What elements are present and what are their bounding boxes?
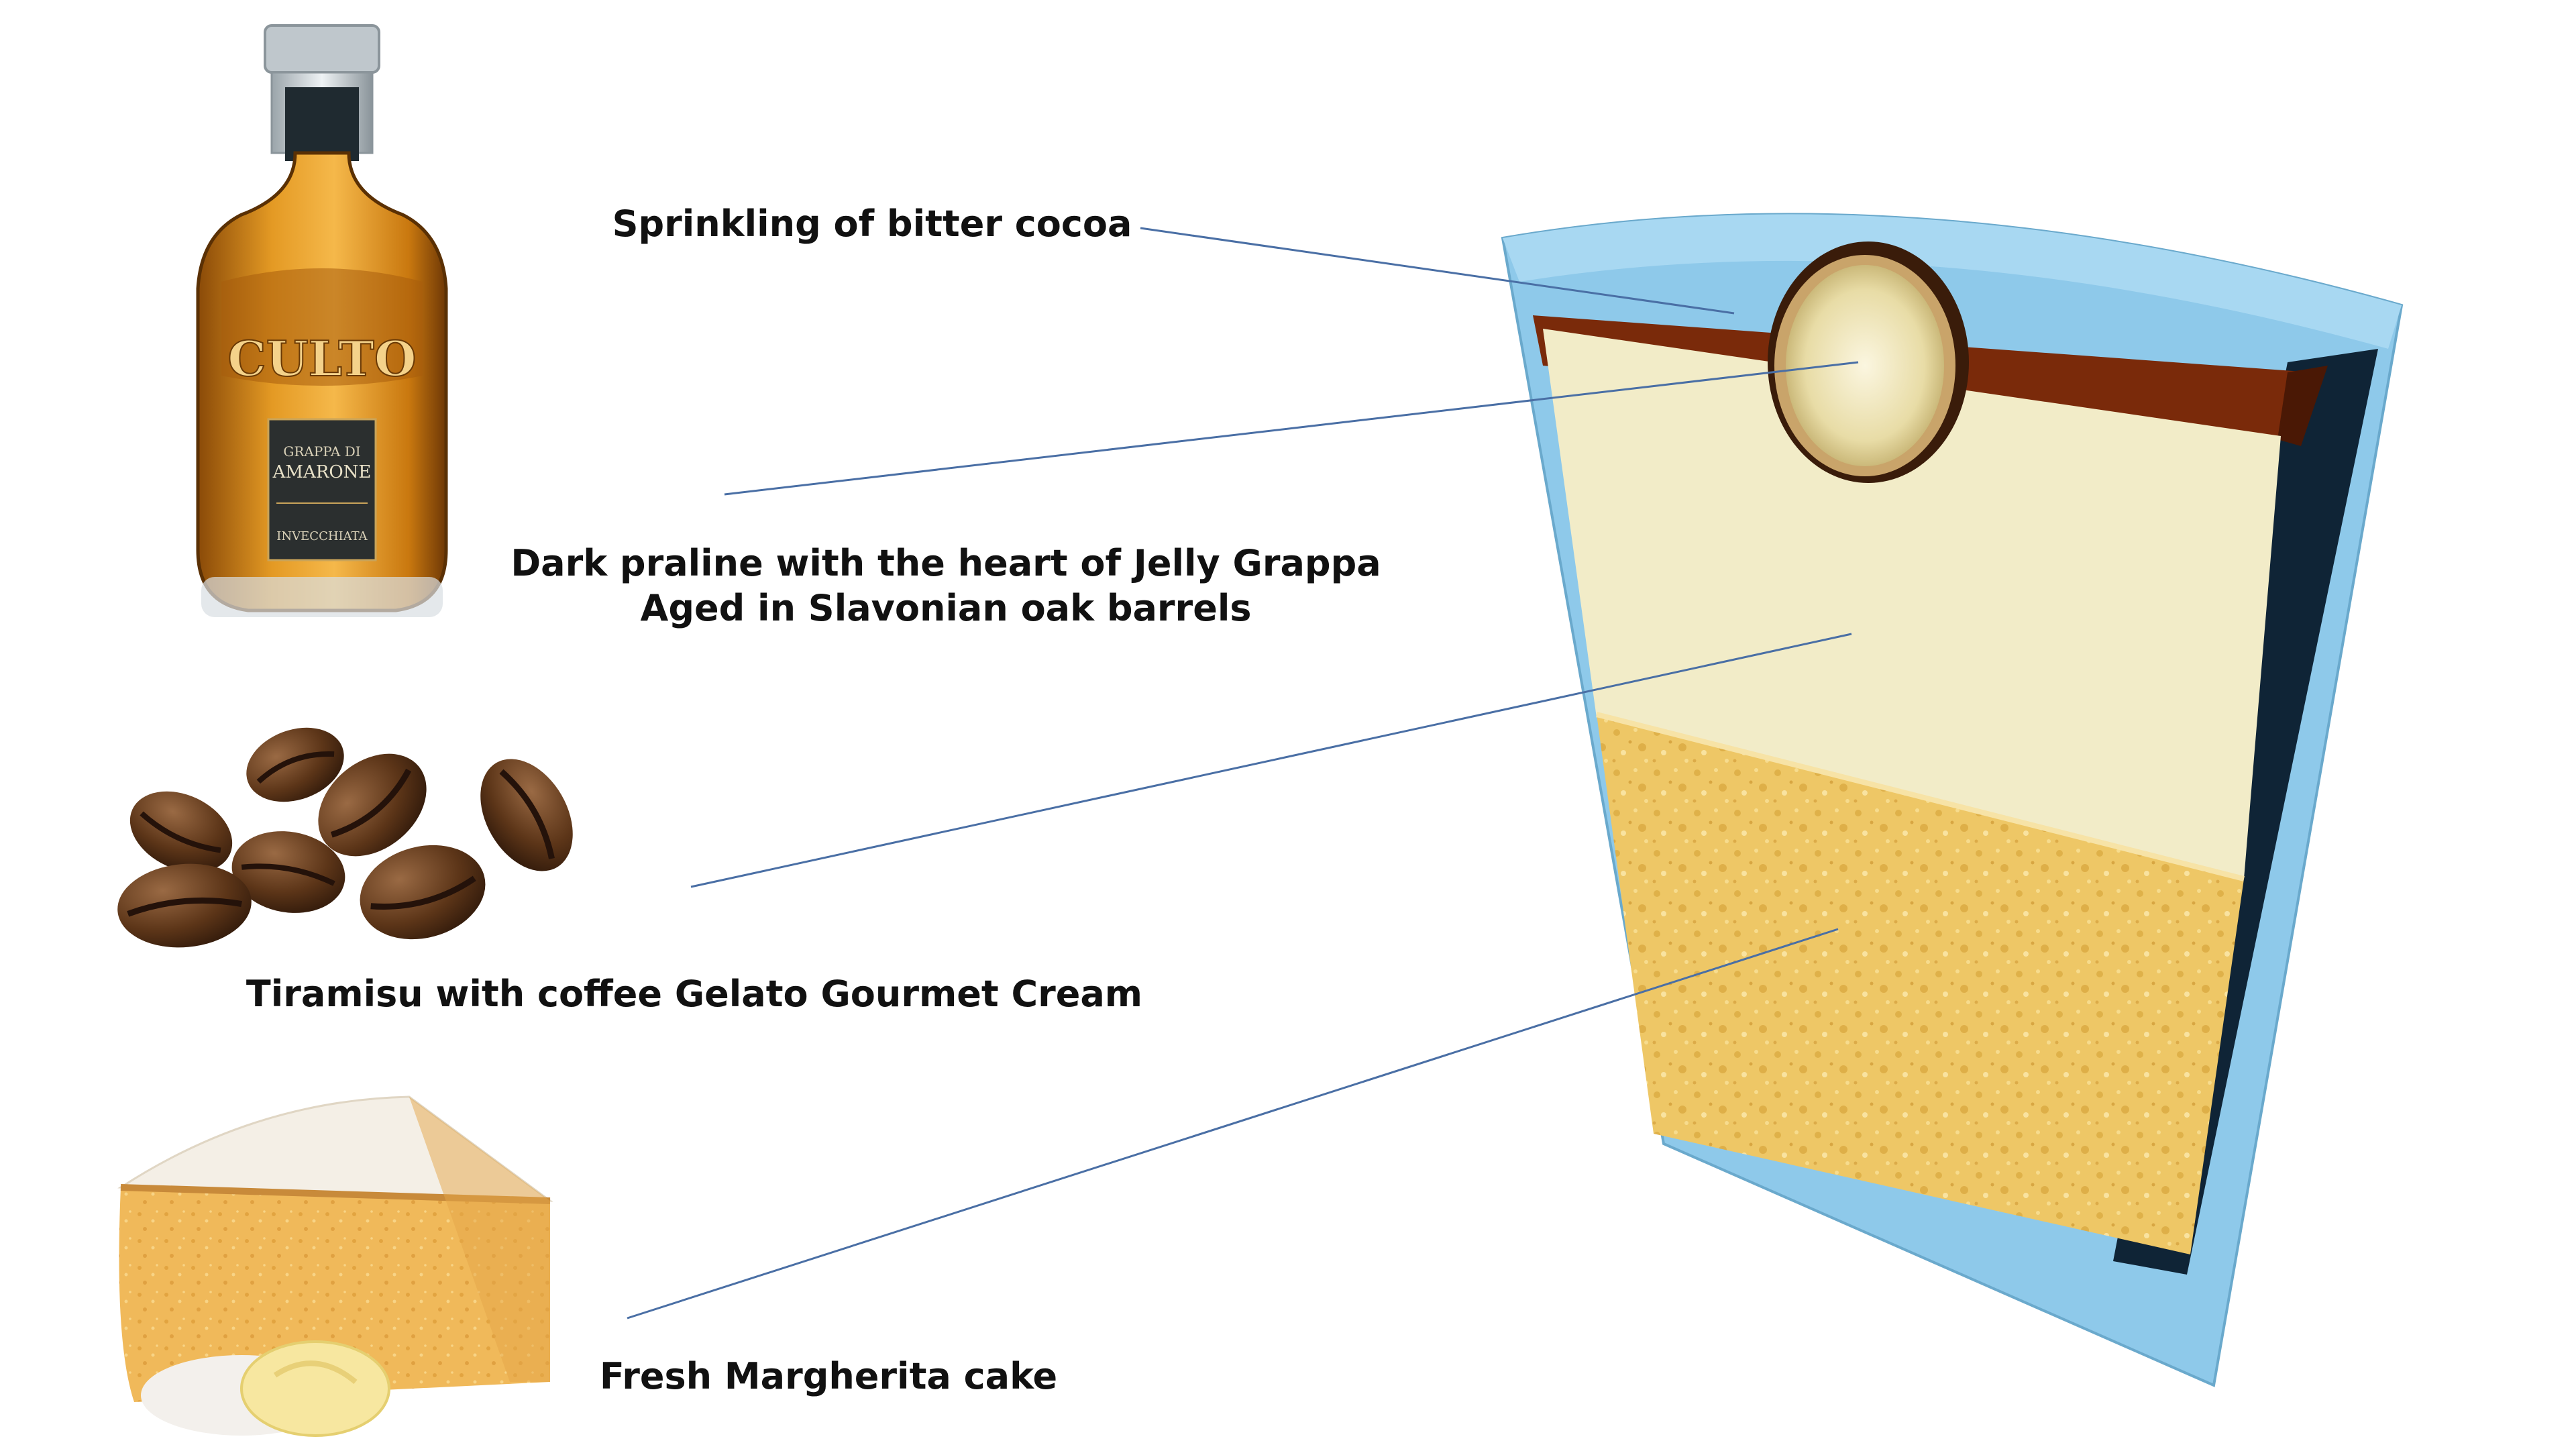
bottle-brand: CULTO xyxy=(227,330,416,387)
coffee-beans-image xyxy=(117,727,573,948)
bottle-line1: GRAPPA DI xyxy=(283,443,360,460)
leader-cocoa xyxy=(1140,227,1735,315)
leader-tiramisu xyxy=(690,633,1852,888)
cream-layer xyxy=(1543,329,2281,879)
leader-praline xyxy=(724,361,1859,496)
label-cocoa: Sprinkling of bitter cocoa xyxy=(612,203,1132,245)
grappa-bottle-image: CULTO GRAPPA DI AMARONE INVECCHIATA xyxy=(196,24,448,617)
label-cake: Fresh Margherita cake xyxy=(600,1355,1057,1397)
label-praline-line1: Dark praline with the heart of Jelly Gra… xyxy=(511,542,1381,584)
glass-cross-section xyxy=(1501,213,2404,1387)
margherita-cake-image xyxy=(117,1095,553,1437)
sponge-layer xyxy=(1597,714,2244,1254)
leader-cake xyxy=(627,928,1839,1320)
label-tiramisu: Tiramisu with coffee Gelato Gourmet Crea… xyxy=(246,973,1142,1015)
bottle-line3: INVECCHIATA xyxy=(276,529,368,543)
bottle-line2: AMARONE xyxy=(272,462,372,482)
label-praline-line2: Aged in Slavonian oak barrels xyxy=(641,587,1252,629)
dark-praline xyxy=(1768,241,1969,483)
leader-lines xyxy=(627,227,1859,1320)
